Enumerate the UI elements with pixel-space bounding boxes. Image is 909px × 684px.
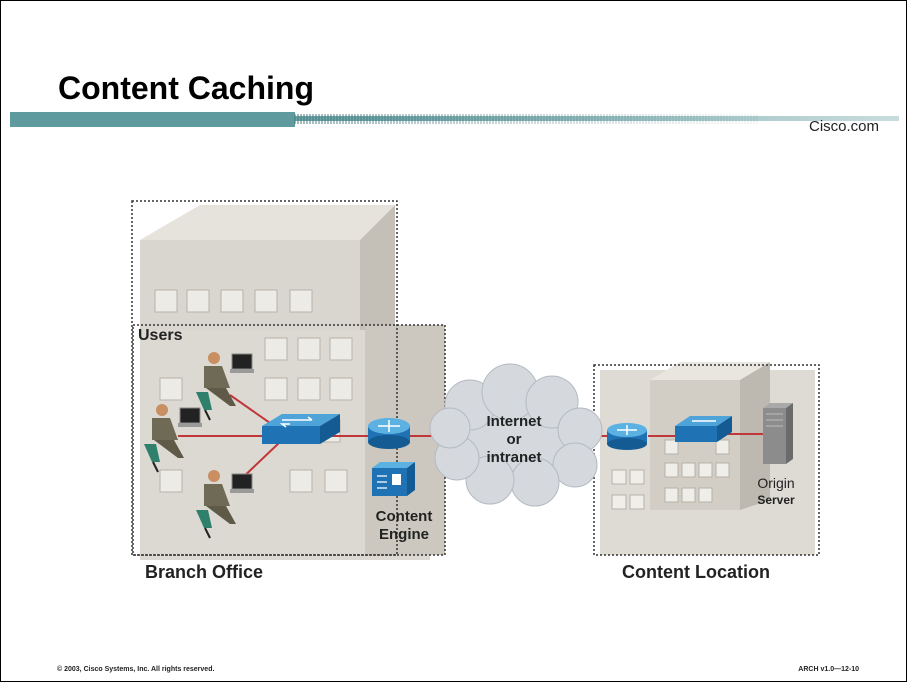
internet-cloud — [429, 363, 603, 507]
branch-office-label: Branch Office — [145, 562, 263, 582]
content-location-label: Content Location — [622, 562, 770, 582]
user-top-icon — [196, 352, 254, 421]
user-middle-icon — [144, 404, 202, 473]
content-location-building — [600, 362, 815, 555]
users-label: Users — [138, 327, 183, 344]
remote-router-icon — [607, 423, 647, 450]
branch-switch-icon — [262, 414, 340, 444]
branch-office-boundary — [131, 200, 398, 556]
origin-server-label: Origin Server — [757, 475, 795, 507]
content-engine-label-line-2: Engine — [379, 526, 429, 543]
content-engine-boundary — [132, 324, 446, 556]
title-bar — [10, 112, 899, 127]
origin-server-icon — [763, 403, 793, 464]
branch-router-icon — [368, 418, 410, 449]
slide-title: Content Caching — [58, 70, 314, 106]
origin-server-label-line-1: Origin — [757, 475, 794, 491]
content-location-boundary — [593, 364, 820, 556]
origin-server-label-line-2: Server — [757, 493, 795, 507]
content-engine-label: Content Engine — [376, 508, 433, 543]
cloud-label-line-3: intranet — [486, 449, 541, 466]
content-engine-label-line-1: Content — [376, 508, 433, 525]
branch-office-building — [140, 205, 445, 560]
course-code-footer: ARCH v1.0—12-10 — [798, 666, 859, 673]
user-bottom-icon — [196, 470, 254, 539]
content-engine-icon — [372, 462, 415, 496]
copyright-footer: © 2003, Cisco Systems, Inc. All rights r… — [57, 666, 215, 673]
brand-label: Cisco.com — [808, 118, 879, 135]
remote-switch-icon — [675, 416, 732, 442]
cloud-label-line-2: or — [507, 431, 522, 448]
cloud-label: Internet or intranet — [486, 413, 541, 466]
cloud-label-line-1: Internet — [486, 413, 541, 430]
